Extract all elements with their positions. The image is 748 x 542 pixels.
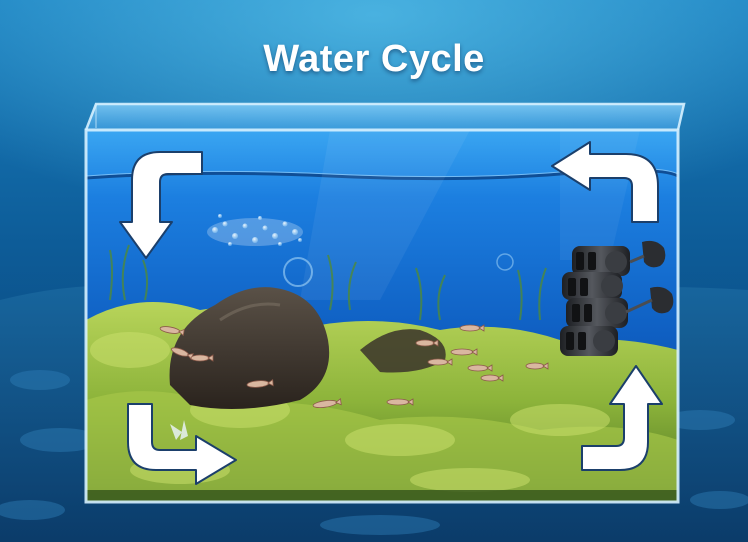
background-plants bbox=[109, 244, 547, 321]
fish-school bbox=[159, 324, 549, 408]
wave-pump-icon bbox=[560, 240, 674, 356]
curved-arrow-down-icon bbox=[119, 151, 203, 259]
plant-sprout bbox=[170, 420, 188, 440]
bubbles bbox=[207, 214, 514, 287]
curved-arrow-right-icon bbox=[127, 403, 237, 485]
page-title: Water Cycle bbox=[263, 38, 485, 80]
tank-glass-edges bbox=[84, 102, 686, 504]
flow-arrows bbox=[119, 141, 663, 485]
curved-arrow-up-icon bbox=[581, 365, 663, 471]
curved-arrow-left-icon bbox=[551, 141, 659, 223]
